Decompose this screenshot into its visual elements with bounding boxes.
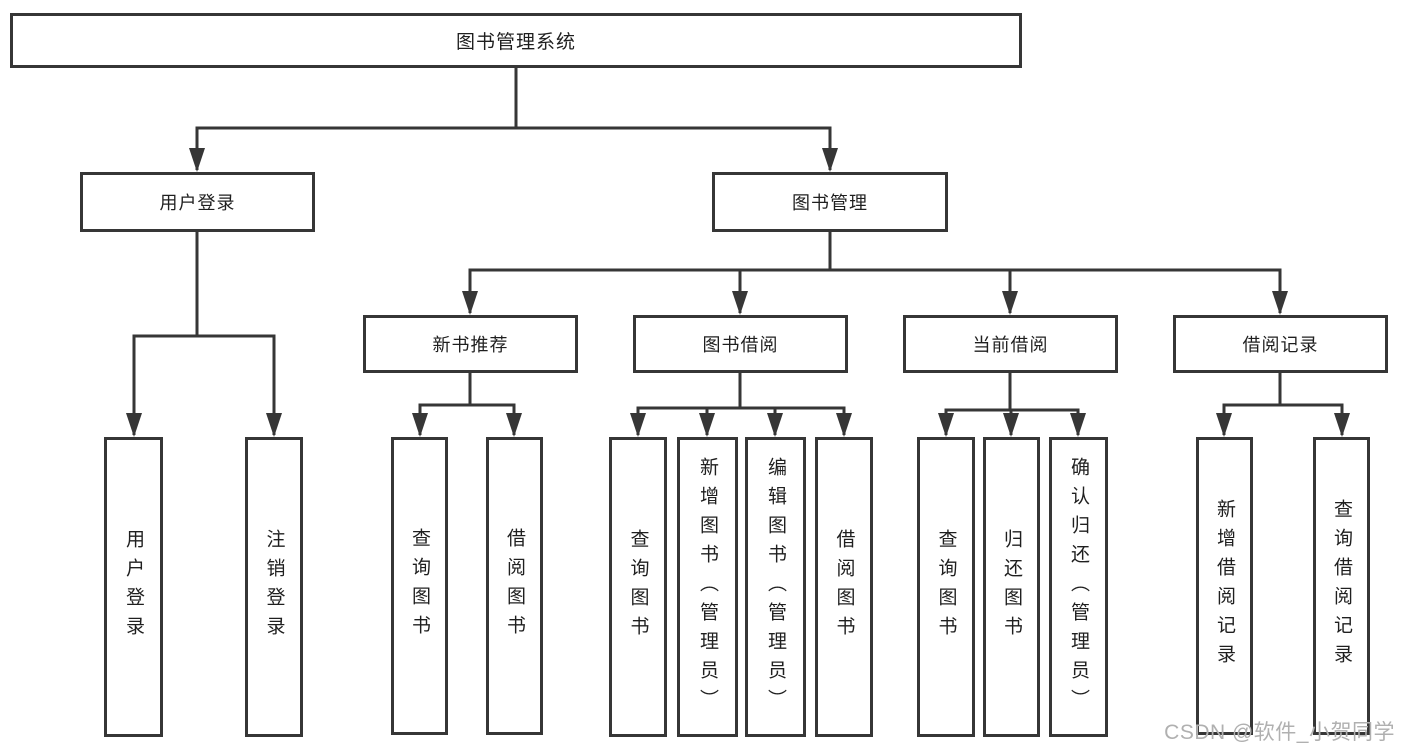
node-label: 注销登录 xyxy=(263,529,285,645)
leaf-query-book-current: 查询图书 xyxy=(917,437,975,737)
leaf-return-book: 归还图书 xyxy=(983,437,1040,737)
connector-borrow-records-to-leaves xyxy=(1216,371,1350,437)
connector-root-to-level2 xyxy=(189,66,838,172)
node-label: 借阅图书 xyxy=(833,529,855,645)
connector-current-borrow-to-leaves xyxy=(938,371,1086,437)
node-label: 借阅图书 xyxy=(504,528,525,644)
leaf-query-book-borrow: 查询图书 xyxy=(609,437,667,737)
node-user-login: 用户登录 xyxy=(80,172,315,232)
node-label: 当前借阅 xyxy=(972,335,1049,355)
node-label: 图书借阅 xyxy=(702,335,779,355)
node-label: 查询图书 xyxy=(409,528,430,644)
connector-new-book-recommend-to-leaves xyxy=(412,371,522,437)
node-label: 编辑图书（管理员） xyxy=(765,456,786,718)
node-library-management-system: 图书管理系统 xyxy=(10,13,1022,68)
node-label: 确认归还（管理员） xyxy=(1068,456,1089,718)
leaf-borrow-book-newbook: 借阅图书 xyxy=(486,437,543,735)
node-label: 新书推荐 xyxy=(432,335,509,355)
node-book-borrow: 图书借阅 xyxy=(633,315,848,373)
connector-book-management-to-level3 xyxy=(462,230,1288,315)
node-label: 图书管理 xyxy=(792,193,868,213)
node-label: 用户登录 xyxy=(123,529,144,645)
wire-root-stem xyxy=(197,66,830,130)
node-label: 归还图书 xyxy=(1001,529,1022,645)
leaf-confirm-return-admin: 确认归还（管理员） xyxy=(1049,437,1108,737)
wire-borrow-records-stem xyxy=(1224,371,1342,407)
leaf-add-book-admin: 新增图书（管理员） xyxy=(677,437,738,737)
leaf-edit-book-admin: 编辑图书（管理员） xyxy=(745,437,806,737)
node-book-management: 图书管理 xyxy=(712,172,948,232)
csdn-watermark: CSDN @软件_小贺同学 xyxy=(1164,721,1395,744)
leaf-query-borrow-record: 查询借阅记录 xyxy=(1313,437,1370,735)
node-label: 图书管理系统 xyxy=(455,32,576,53)
leaf-query-book-newbook: 查询图书 xyxy=(391,437,448,735)
leaf-logout-login: 注销登录 xyxy=(245,437,303,737)
leaf-add-borrow-record: 新增借阅记录 xyxy=(1196,437,1253,735)
node-borrow-records: 借阅记录 xyxy=(1173,315,1388,373)
node-label: 借阅记录 xyxy=(1242,335,1319,355)
leaf-user-login: 用户登录 xyxy=(104,437,163,737)
wire-user-login-stem xyxy=(134,230,274,338)
wire-book-management-stem xyxy=(470,230,1280,272)
node-label: 用户登录 xyxy=(159,193,236,213)
node-label: 查询借阅记录 xyxy=(1331,499,1352,673)
node-label: 新增借阅记录 xyxy=(1214,499,1235,673)
connector-book-borrow-to-leaves xyxy=(630,371,852,437)
node-label: 查询图书 xyxy=(935,529,957,645)
leaf-borrow-book-borrow: 借阅图书 xyxy=(815,437,873,737)
wire-current-borrow-stem xyxy=(946,371,1078,412)
node-current-borrow: 当前借阅 xyxy=(903,315,1118,373)
node-label: 查询图书 xyxy=(627,529,649,645)
connector-user-login-to-leaves xyxy=(126,230,282,437)
node-new-book-recommend: 新书推荐 xyxy=(363,315,578,373)
wire-book-borrow-stem xyxy=(638,371,844,410)
node-label: 新增图书（管理员） xyxy=(697,456,718,718)
wire-new-book-stem xyxy=(420,371,514,407)
